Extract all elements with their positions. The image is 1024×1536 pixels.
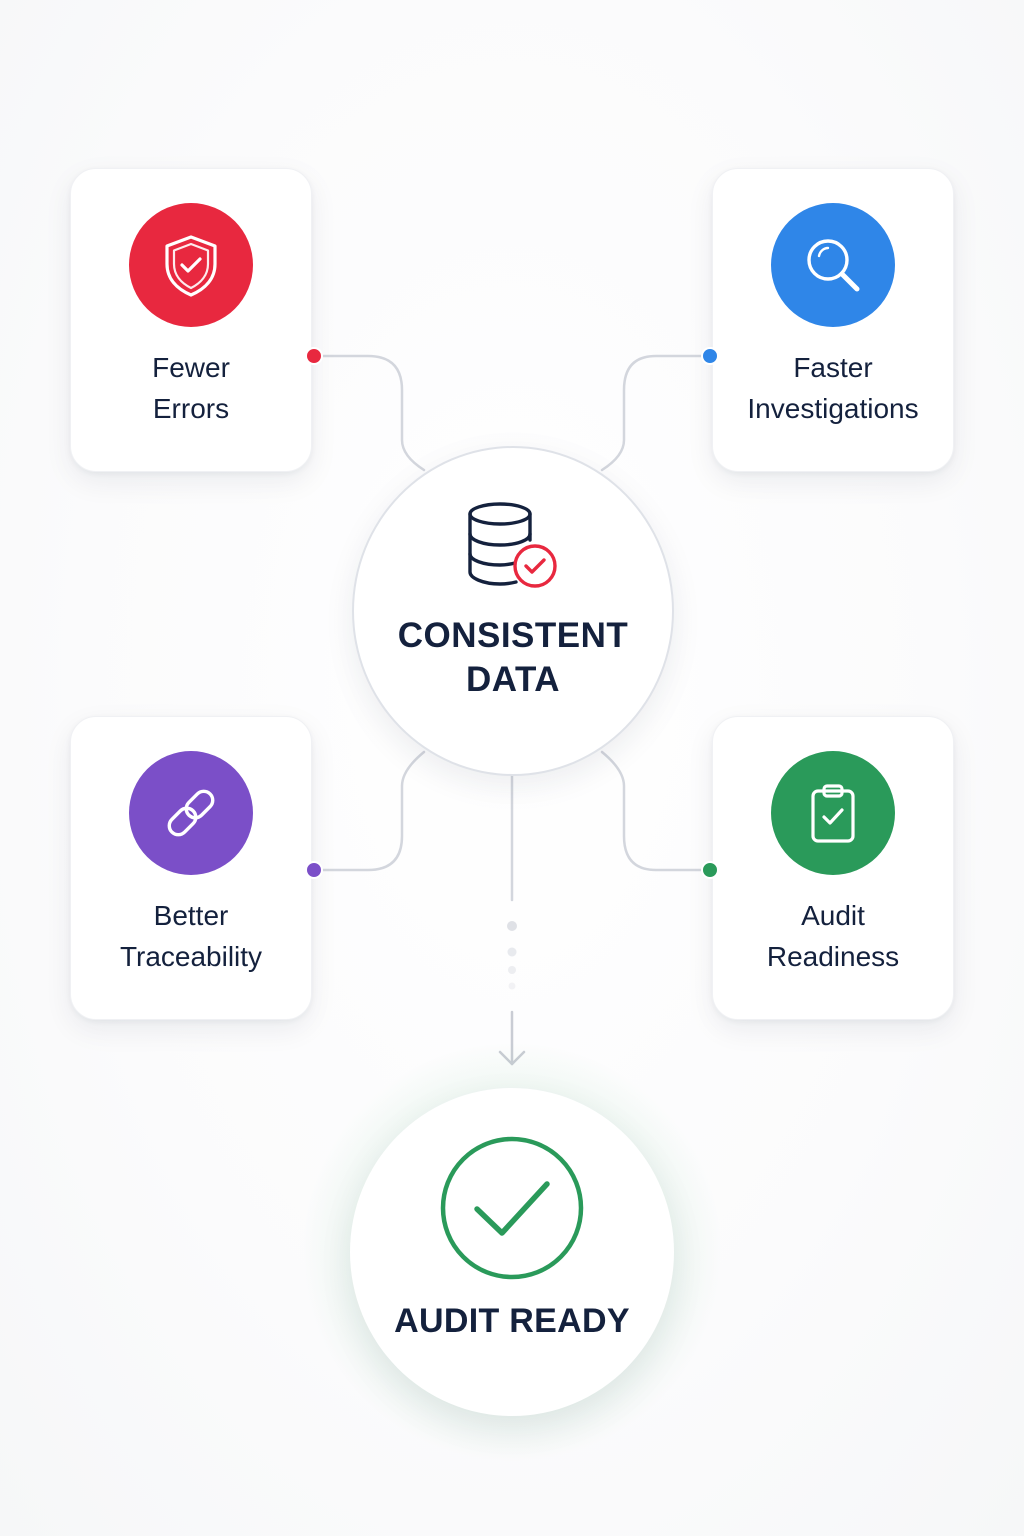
better-traceability-line2: Traceability: [119, 941, 263, 972]
hub-title-line1: CONSISTENT: [397, 616, 629, 655]
fading-dots: [507, 921, 517, 990]
faster-investigations-badge: [771, 203, 895, 327]
card-audit-readiness: Audit Readiness: [712, 716, 954, 1020]
better-traceability-connector-dot: [305, 861, 323, 879]
fewer-errors-label: Fewer Errors: [71, 347, 311, 429]
link-icon: [167, 789, 215, 837]
result-title: AUDIT READY: [394, 1302, 630, 1340]
audit-readiness-line2: Readiness: [766, 941, 900, 972]
hub-title: CONSISTENT DATA: [354, 614, 672, 702]
clipboard-check-icon: [811, 784, 855, 843]
faster-investigations-line2: Investigations: [747, 393, 919, 424]
card-better-traceability: Better Traceability: [70, 716, 312, 1020]
connector-fewer-errors: [312, 354, 426, 472]
faster-investigations-label: Faster Investigations: [713, 347, 953, 429]
fewer-errors-connector-dot: [305, 347, 323, 365]
fewer-errors-line2: Errors: [152, 393, 230, 424]
better-traceability-label: Better Traceability: [71, 895, 311, 977]
connector-better-traceability: [312, 750, 426, 872]
audit-readiness-line1: Audit: [801, 900, 865, 931]
fewer-errors-badge: [129, 203, 253, 327]
magnifier-icon: [807, 239, 860, 292]
better-traceability-line1: Better: [153, 900, 229, 931]
fewer-errors-line1: Fewer: [152, 352, 230, 383]
audit-readiness-label: Audit Readiness: [713, 895, 953, 977]
database-check-icon: [462, 500, 562, 597]
audit-readiness-badge: [771, 751, 895, 875]
circle-check-icon: [440, 1136, 584, 1285]
shield-check-icon: [165, 235, 217, 297]
hub-title-line2: DATA: [465, 660, 560, 699]
consistent-data-hub: CONSISTENT DATA: [352, 446, 674, 776]
better-traceability-badge: [129, 751, 253, 875]
card-fewer-errors: Fewer Errors: [70, 168, 312, 472]
audit-ready-result: AUDIT READY: [350, 1088, 674, 1416]
connector-audit-readiness: [600, 750, 712, 872]
faster-investigations-connector-dot: [701, 347, 719, 365]
connector-faster-investigations: [600, 354, 712, 472]
card-faster-investigations: Faster Investigations: [712, 168, 954, 472]
audit-readiness-connector-dot: [701, 861, 719, 879]
down-arrow-icon: [498, 1010, 526, 1066]
faster-investigations-line1: Faster: [793, 352, 873, 383]
